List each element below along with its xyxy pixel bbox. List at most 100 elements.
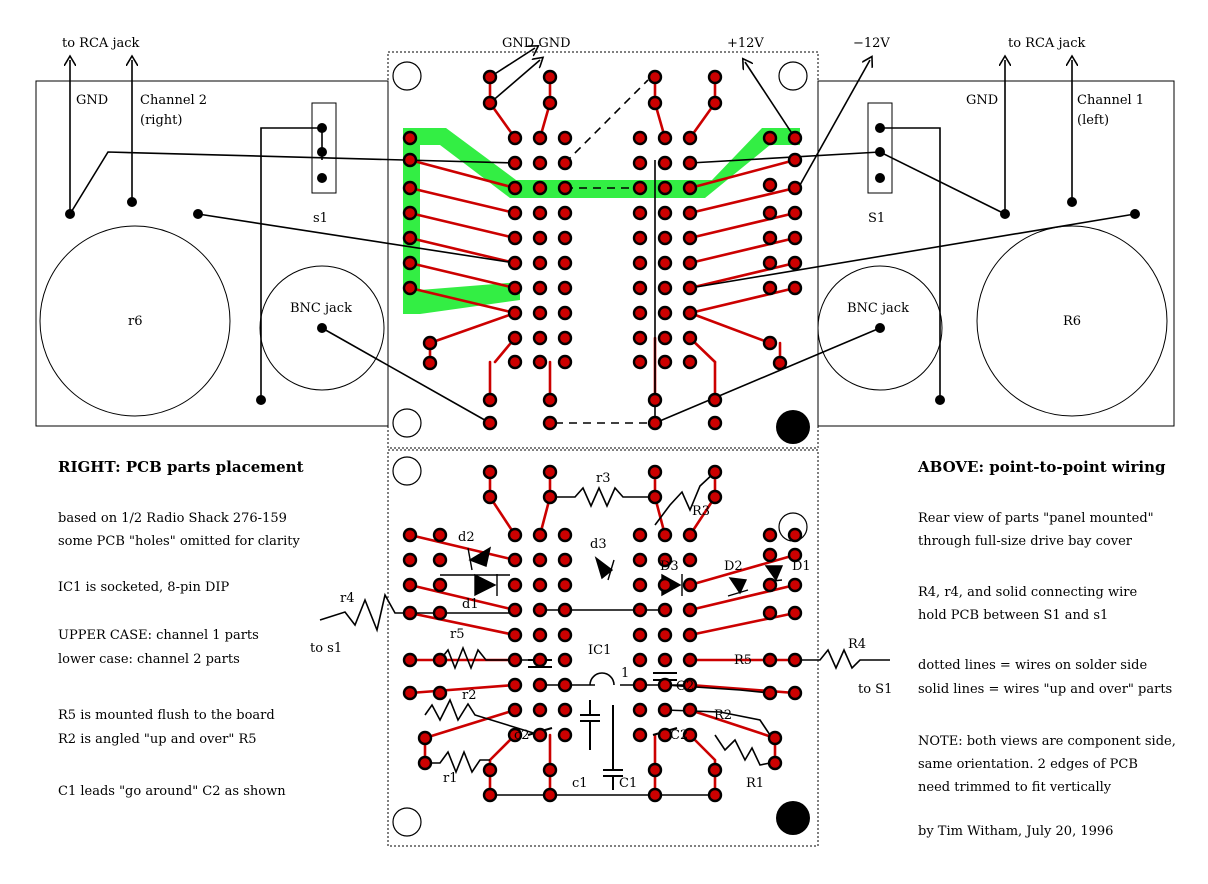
pcb-pad bbox=[762, 177, 778, 193]
pcb-pad bbox=[632, 130, 648, 146]
pcb-pad bbox=[657, 180, 673, 196]
pcb-pad bbox=[557, 652, 573, 668]
ic1-notch bbox=[589, 672, 615, 686]
pcb-pad bbox=[542, 787, 558, 803]
pcb-pad bbox=[632, 602, 648, 618]
pcb-pad bbox=[507, 577, 523, 593]
pcb-pad bbox=[682, 330, 698, 346]
left-note-line: IC1 is socketed, 8-pin DIP bbox=[58, 580, 230, 595]
pcb-pad bbox=[507, 230, 523, 246]
resistors bbox=[319, 471, 890, 775]
pcb-pad bbox=[657, 255, 673, 271]
mounting-holes bbox=[392, 61, 808, 837]
pcb-pad bbox=[532, 280, 548, 296]
pcb-pad bbox=[557, 702, 573, 718]
pcb-pad bbox=[532, 702, 548, 718]
pcb-pad bbox=[767, 755, 783, 771]
label-gnd-left: GND bbox=[76, 93, 108, 108]
pcb-pad bbox=[482, 787, 498, 803]
pcb-pad bbox=[432, 527, 448, 543]
label-c2-lower: c2 bbox=[514, 728, 530, 743]
pcb-pad bbox=[632, 305, 648, 321]
pcb-pad bbox=[542, 762, 558, 778]
right-notes: ABOVE: point-to-point wiring Rear view o… bbox=[917, 458, 1176, 839]
pcb-pad bbox=[417, 730, 433, 746]
pcb-pad bbox=[762, 130, 778, 146]
pcb-pad bbox=[657, 280, 673, 296]
pcb-pad bbox=[682, 230, 698, 246]
pcb-pad bbox=[762, 577, 778, 593]
pcb-pad bbox=[657, 130, 673, 146]
pcb-pad bbox=[402, 280, 418, 296]
right-note-line: NOTE: both views are component side, bbox=[918, 734, 1176, 749]
pcb-pad bbox=[657, 527, 673, 543]
pcb-pad bbox=[557, 577, 573, 593]
label-d2-lower: d2 bbox=[458, 530, 475, 545]
label-to-rca-right: to RCA jack bbox=[1008, 36, 1086, 51]
pcb-pad bbox=[657, 727, 673, 743]
pcb-pad bbox=[762, 652, 778, 668]
pcb-pad bbox=[787, 205, 803, 221]
pcb-pad bbox=[682, 155, 698, 171]
pcb-pad bbox=[632, 230, 648, 246]
pcb-pad bbox=[682, 677, 698, 693]
pcb-pad bbox=[707, 95, 723, 111]
label-s1-upper: S1 bbox=[868, 211, 885, 226]
pcb-pad bbox=[482, 489, 498, 505]
pcb-pad bbox=[422, 355, 438, 371]
label-channel-2: Channel 2 bbox=[140, 93, 207, 108]
pcb-pad bbox=[557, 155, 573, 171]
right-notes-heading: ABOVE: point-to-point wiring bbox=[917, 458, 1166, 476]
pcb-pad bbox=[482, 762, 498, 778]
left-note-line: lower case: channel 2 parts bbox=[58, 652, 240, 667]
pcb-pad bbox=[532, 205, 548, 221]
pcb-pad bbox=[787, 527, 803, 543]
left-note-line: C1 leads "go around" C2 as shown bbox=[58, 784, 286, 799]
pcb-pad bbox=[762, 255, 778, 271]
pcb-pad bbox=[647, 392, 663, 408]
pcb-pad bbox=[557, 330, 573, 346]
label-ic1: IC1 bbox=[588, 643, 611, 658]
label-gnd-right: GND bbox=[966, 93, 998, 108]
label-bnc-left: BNC jack bbox=[290, 301, 352, 316]
pcb-pad bbox=[542, 69, 558, 85]
pcb-pad bbox=[402, 180, 418, 196]
pcb-pad bbox=[432, 685, 448, 701]
mounting-hole-filled bbox=[776, 801, 810, 835]
pcb-pad bbox=[532, 354, 548, 370]
pcb-pad bbox=[532, 255, 548, 271]
pcb-pad bbox=[787, 547, 803, 563]
label-r2-upper: R2 bbox=[714, 708, 732, 723]
left-note-line: UPPER CASE: channel 1 parts bbox=[58, 628, 259, 643]
right-note-line: same orientation. 2 edges of PCB bbox=[918, 757, 1138, 772]
pcb-pad bbox=[657, 330, 673, 346]
pcb-pad bbox=[682, 652, 698, 668]
pcb-pad bbox=[647, 69, 663, 85]
pcb-pad bbox=[507, 727, 523, 743]
pcb-pad bbox=[422, 335, 438, 351]
pcb-pad bbox=[657, 602, 673, 618]
pcb-pad bbox=[647, 762, 663, 778]
pcb-pad bbox=[532, 727, 548, 743]
pcb-pad bbox=[507, 280, 523, 296]
pcb-pad bbox=[532, 602, 548, 618]
pcb-pad bbox=[482, 464, 498, 480]
pcb-pad bbox=[682, 602, 698, 618]
pcb-pad bbox=[682, 180, 698, 196]
pcb-pad bbox=[682, 627, 698, 643]
right-note-line: need trimmed to fit vertically bbox=[918, 780, 1112, 795]
pcb-pad bbox=[682, 205, 698, 221]
pcb-pad bbox=[787, 577, 803, 593]
label-d1-lower: d1 bbox=[462, 597, 479, 612]
pcb-pad bbox=[787, 280, 803, 296]
pcb-top-outline bbox=[387, 51, 819, 449]
pcb-pad bbox=[632, 330, 648, 346]
pcb-pad bbox=[532, 330, 548, 346]
left-note-line: R2 is angled "up and over" R5 bbox=[58, 732, 257, 747]
pcb-pad bbox=[632, 652, 648, 668]
pcb-pad bbox=[762, 335, 778, 351]
label-minus-12v: −12V bbox=[853, 36, 890, 51]
pcb-pad bbox=[632, 702, 648, 718]
right-note-line: by Tim Witham, July 20, 1996 bbox=[918, 824, 1113, 839]
pcb-pad bbox=[682, 255, 698, 271]
